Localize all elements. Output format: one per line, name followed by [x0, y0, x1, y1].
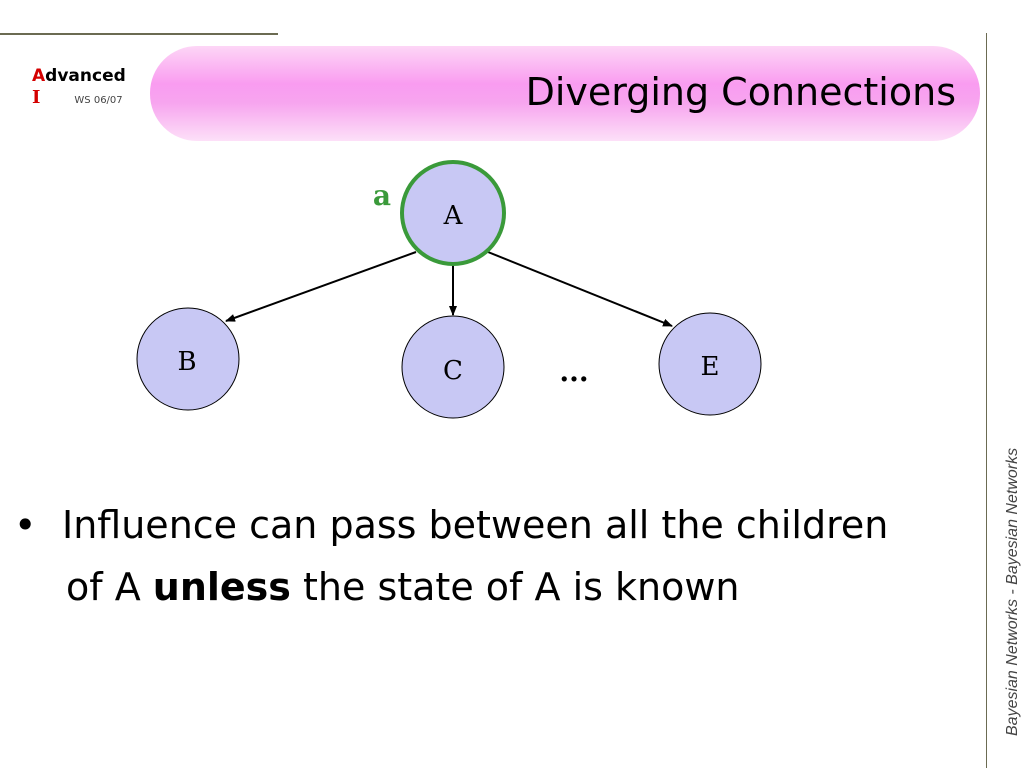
logo-term: WS 06/07	[74, 95, 123, 106]
node-a-label: A	[443, 201, 464, 231]
node-b-label: B	[177, 347, 196, 377]
edge-a-to-b	[225, 251, 417, 322]
bullet-text-bold: unless	[152, 565, 291, 609]
node-c-label: C	[443, 356, 463, 386]
node-e-circle	[658, 312, 762, 416]
bullet-text-pre: of A	[66, 565, 153, 609]
top-rule	[0, 33, 278, 35]
logo-second-line: I WS 06/07	[32, 89, 126, 107]
node-b-circle	[136, 307, 240, 411]
vertical-footer: Bayesian Networks - Bayesian Networks	[1004, 447, 1021, 736]
node-e-label: E	[701, 352, 720, 382]
bullet-text-line-1: Influence can pass between all the child…	[62, 503, 889, 547]
bullet-text-post: the state of A is known	[290, 565, 740, 609]
slide-title: Diverging Connections	[525, 70, 956, 114]
edge-a-to-e	[487, 251, 673, 327]
logo-title: Advanced	[32, 68, 126, 85]
observed-label: a	[373, 179, 391, 212]
bullet-point: • Influence can pass between all the chil…	[14, 494, 974, 618]
logo-letter-i: I	[32, 87, 41, 108]
more-children-ellipsis: ...	[559, 355, 588, 388]
bullet-line-1: • Influence can pass between all the chil…	[14, 494, 974, 556]
bullet-symbol: •	[14, 503, 37, 547]
logo-letter-a: A	[32, 66, 46, 86]
right-rule	[986, 33, 987, 768]
node-a-circle	[400, 160, 506, 266]
node-c-circle	[401, 315, 505, 419]
course-logo: Advanced I WS 06/07	[32, 68, 126, 107]
logo-rest: dvanced	[45, 66, 126, 86]
bullet-line-2: of A unless the state of A is known	[14, 556, 974, 618]
title-banner: Diverging Connections	[150, 46, 980, 141]
